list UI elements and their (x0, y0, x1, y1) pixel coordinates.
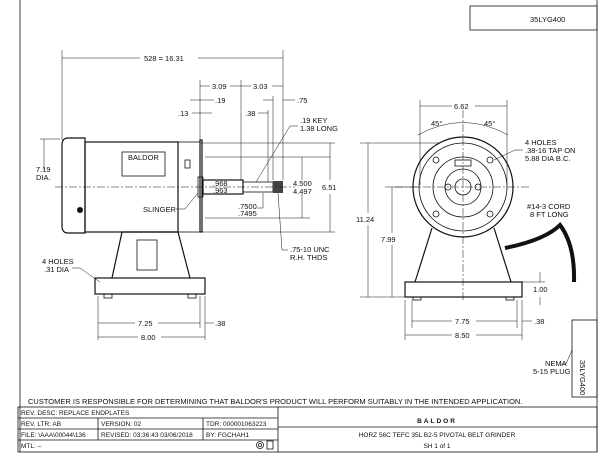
cord-label-1: #14-3 CORD (527, 202, 571, 211)
dim-6-62: 6.62 (454, 102, 469, 111)
cord-label-2: 8 FT LONG (530, 210, 569, 219)
dim-overall-length: 528 = 16.31 (144, 54, 184, 63)
thread-label-2: R.H. THDS (290, 253, 327, 262)
drawn-by: BY: FGCHAH1 (206, 432, 249, 439)
pilot-dia-1: 4.500 (293, 179, 312, 188)
end-base-plate (404, 281, 523, 298)
drawing-description: HORZ 56C TEFC 35L B2-5 PIVOTAL BELT GRIN… (359, 432, 516, 439)
dim-7-75: 7.75 (455, 317, 470, 326)
thread-label-1: .75-10 UNC (290, 245, 330, 254)
title-block: REV. DESC: REPLACE ENDPLATES REV. LTR: A… (17, 406, 598, 453)
file-path: FILE: \AAA\00044\136 (21, 432, 86, 439)
angle-left: 45° (431, 119, 442, 128)
dia-label-2: DIA. (36, 173, 51, 182)
tap-label-1: 4 HOLES (525, 138, 557, 147)
nameplate-text: BALDOR (128, 153, 159, 162)
holes-label-2: .31 DIA (44, 265, 69, 274)
drawing-number-vertical: 35LYG400 (578, 360, 587, 395)
nameplate (121, 151, 166, 177)
dim-38: .38 (245, 109, 255, 118)
third-angle-circle-icon (256, 441, 264, 449)
baldor-logo: BALDOR (417, 418, 457, 425)
third-angle-rect-icon (266, 440, 274, 450)
dim-3-03: 3.03 (253, 82, 268, 91)
end-dia-1: .7500 (238, 202, 257, 211)
tap-label-2: .38-16 TAP ON (525, 146, 575, 155)
motor-endcap (61, 137, 86, 234)
drawing-number-box (469, 5, 598, 31)
plug-label-1: NEMA (545, 359, 567, 368)
end-view: 6.62 45° 45° 4 HOLES .38-16 TAP ON 5.88 … (356, 100, 577, 376)
holes-label-1: 4 HOLES (42, 257, 74, 266)
end-pedestal (414, 227, 512, 283)
version: VERSION: 02 (101, 421, 141, 428)
rev-desc: REV. DESC: REPLACE ENDPLATES (21, 410, 130, 417)
plug-label-2: 5-15 PLUG (533, 367, 571, 376)
end-dia-2: .7495 (238, 209, 257, 218)
pedestal (111, 231, 191, 279)
disclaimer: CUSTOMER IS RESPONSIBLE FOR DETERMINING … (28, 397, 522, 406)
shaft-dia-2: .963 (213, 186, 228, 195)
dim-8-00: 8.00 (141, 333, 156, 342)
rev-ltr: REV. LTR: AB (21, 421, 61, 428)
dim-75: .75 (297, 96, 307, 105)
power-cord (504, 221, 577, 283)
key-label-1: .19 KEY (300, 116, 328, 125)
revised-date: REVISED: 03:36:43 03/06/2018 (101, 432, 193, 439)
key-label-2: 1.38 LONG (300, 124, 338, 133)
pilot-dia-2: 4.497 (293, 187, 312, 196)
dim-13: .13 (178, 109, 188, 118)
angle-right: 45° (484, 119, 495, 128)
dim-3-09: 3.09 (212, 82, 227, 91)
base-plate (94, 277, 206, 295)
dim-11-24: 11.24 (356, 215, 374, 224)
dim-6-51: 6.51 (322, 183, 337, 192)
dim-7-99: 7.99 (381, 235, 396, 244)
dim-19: .19 (215, 96, 225, 105)
tdr-number: TDR: 000001063223 (206, 421, 267, 428)
shaft-dia-1: .968 (213, 179, 228, 188)
dim-base-38: .38 (215, 319, 225, 328)
dim-7-25: 7.25 (138, 319, 153, 328)
sheet-number: SH 1 of 1 (423, 443, 450, 450)
dim-1-00: 1.00 (533, 285, 548, 294)
drawing-number: 35LYG400 (530, 15, 565, 24)
side-number-box (571, 319, 598, 398)
slinger-label: SLINGER (143, 205, 177, 214)
dia-label-1: 7.19 (36, 165, 51, 174)
dim-8-50: 8.50 (455, 331, 470, 340)
tap-label-3: 5.88 DIA B.C. (525, 154, 570, 163)
material: MTL: – (21, 443, 42, 450)
dim-end-38: .38 (534, 317, 544, 326)
side-view: 528 = 16.31 3.09 3.03 .19 .75 .13 .38 .1… (36, 50, 338, 342)
